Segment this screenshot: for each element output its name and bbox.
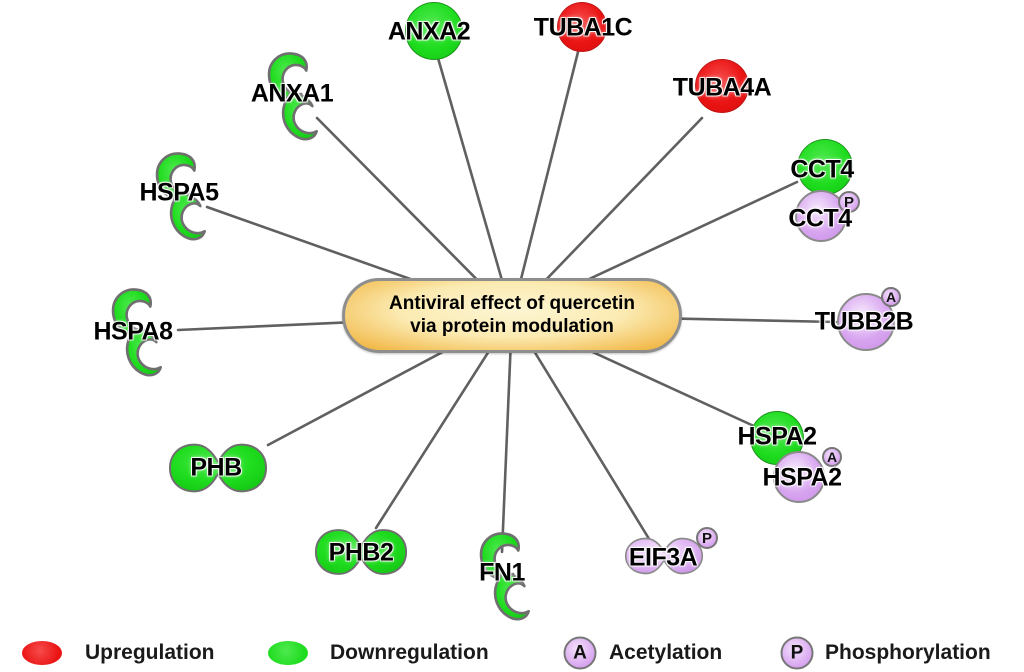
central-node: Antiviral effect of quercetin via protei… [342, 277, 682, 353]
node-tubb2b-label: TUBB2B [814, 307, 914, 336]
node-fn1-shape [479, 532, 530, 621]
node-eif3a-badge-p: P [696, 527, 718, 549]
edge-tuba1c [510, 50, 580, 317]
legend-label-phosphorylation: Phosphorylation [825, 641, 991, 664]
node-tuba4a-shape [695, 59, 749, 113]
node-hspa2-green-label: HSPA2 [737, 422, 817, 451]
node-hspa5-shape [155, 152, 206, 241]
legend-badge-a: A [563, 636, 597, 670]
node-anxa1-shape [267, 52, 318, 141]
legend-swatch-upregulation [22, 641, 62, 665]
legend-label-upregulation: Upregulation [85, 641, 215, 664]
node-anxa2-shape [405, 2, 463, 60]
edge-fn1 [500, 313, 514, 554]
node-hspa2-purple-shape [773, 451, 825, 503]
edge-eif3a [510, 313, 656, 549]
node-cct4-green-label: CCT4 [790, 155, 854, 184]
node-hspa2-purple-label: HSPA2 [762, 463, 842, 492]
node-tuba1c-shape [557, 2, 607, 52]
legend-label-acetylation: Acetylation [609, 641, 723, 664]
node-hspa8-label: HSPA8 [93, 317, 173, 346]
node-tuba4a-label: TUBA4A [672, 73, 772, 102]
legend-label-downregulation: Downregulation [330, 641, 489, 664]
central-node-line1: Antiviral effect of quercetin [389, 292, 635, 314]
legend-swatch-downregulation [268, 641, 308, 665]
node-anxa2-label: ANXA2 [387, 17, 471, 46]
node-phb2-shape [314, 529, 408, 575]
node-phb-label: PHB [190, 453, 242, 482]
node-hspa8-shape [111, 288, 162, 377]
node-fn1-label: FN1 [479, 558, 525, 587]
legend-badge-p: P [780, 636, 814, 670]
node-eif3a-shape [624, 537, 704, 575]
node-phb-shape [169, 443, 267, 493]
node-anxa1-label: ANXA1 [250, 79, 334, 108]
node-tubb2b-badge-a: A [881, 287, 901, 307]
node-phb2-label: PHB2 [328, 538, 394, 567]
node-cct4-purple-badge-p: P [838, 191, 860, 213]
node-hspa5-label: HSPA5 [139, 178, 219, 207]
node-tuba1c-label: TUBA1C [533, 13, 633, 42]
node-cct4-green-shape [797, 139, 853, 195]
edge-anxa2 [436, 56, 514, 317]
central-node-line2: via protein modulation [410, 316, 614, 337]
node-hspa2-purple-badge-a: A [822, 447, 842, 467]
node-cct4-purple-label: CCT4 [788, 204, 852, 233]
node-eif3a-label: EIF3A [628, 543, 698, 572]
